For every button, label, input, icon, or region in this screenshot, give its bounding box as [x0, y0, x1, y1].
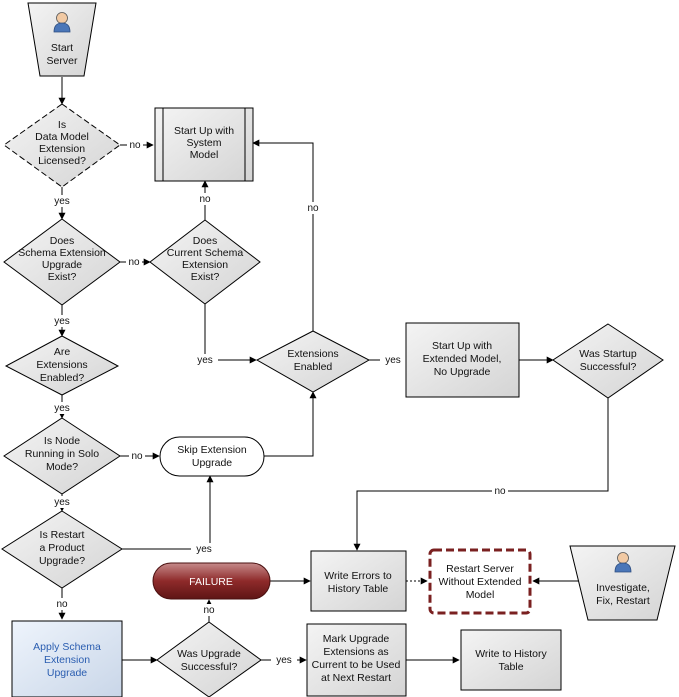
skip-upgrade-node: Skip Extension Upgrade — [159, 436, 265, 477]
label-no-licensed: no — [129, 140, 141, 151]
upgrade-exist-label-3: Upgrade — [42, 259, 82, 271]
mark-label-2: Extensions as — [323, 646, 388, 658]
write-errors-label-2: History Table — [328, 583, 389, 595]
apply-label-3: Upgrade — [47, 667, 87, 679]
restart-upgrade-decision: Is Restart a Product Upgrade? — [1, 510, 123, 589]
restart-server-label-1: Restart Server — [446, 563, 514, 575]
restart-server-label-2: Without Extended — [439, 576, 522, 588]
investigate-label-1: Investigate, — [596, 582, 650, 594]
upgrade-exist-label-1: Does — [50, 235, 75, 247]
extensions-enabled-label-1: Extensions — [287, 348, 338, 360]
person-icon — [614, 552, 632, 573]
start-server-node: Start Server — [27, 2, 97, 77]
current-exist-label-1: Does — [193, 235, 218, 247]
mark-label-1: Mark Upgrade — [323, 633, 390, 645]
apply-label-2: Extension — [44, 654, 90, 666]
current-exist-label-2: Current Schema — [167, 247, 244, 259]
write-errors-node: Write Errors to History Table — [310, 550, 407, 612]
mark-label-3: Current to be Used — [312, 659, 401, 671]
label-yes-restart: yes — [196, 544, 212, 555]
edge-extenabled-system — [252, 139, 314, 331]
label-no-extenabled: no — [307, 203, 319, 214]
person-icon — [53, 12, 71, 33]
investigate-label-2: Fix, Restart — [596, 595, 650, 607]
extended-model-node: Start Up with Extended Model, No Upgrade — [405, 322, 520, 398]
extended-label-2: Extended Model, — [423, 353, 502, 365]
solo-label-1: Is Node — [44, 435, 80, 447]
failure-node: FAILURE — [152, 562, 271, 600]
write-history-node: Write to History Table — [460, 629, 562, 691]
apply-upgrade-node: Apply Schema Extension Upgrade — [11, 620, 123, 697]
startup-ok-label-2: Successful? — [580, 361, 637, 373]
label-yes-upgrade: yes — [54, 316, 70, 327]
extensions-enabled-decision: Extensions Enabled — [255, 330, 371, 393]
upgrade-exist-decision: Does Schema Extension Upgrade Exist? — [3, 218, 121, 306]
start-server-label-1: Start — [51, 42, 73, 54]
solo-decision: Is Node Running in Solo Mode? — [3, 417, 121, 495]
skip-label-2: Upgrade — [192, 457, 232, 469]
licensed-label-3: Extension — [39, 143, 85, 155]
licensed-label-1: Is — [58, 119, 66, 131]
skip-label-1: Skip Extension — [177, 444, 247, 456]
restart-upgrade-label-3: Upgrade? — [39, 555, 85, 567]
upgrade-ok-label-1: Was Upgrade — [177, 648, 241, 660]
edge-labels: no yes no no no yes yes yes yes no yes y… — [49, 139, 508, 666]
startup-successful-decision: Was Startup Successful? — [552, 323, 664, 399]
label-no-solo: no — [131, 451, 143, 462]
label-yes-are: yes — [54, 403, 70, 414]
extended-label-3: No Upgrade — [434, 366, 491, 378]
failure-label: FAILURE — [189, 576, 233, 588]
solo-label-3: Mode? — [46, 461, 78, 473]
extensions-enabled-label-2: Enabled — [294, 361, 333, 373]
system-model-node: Start Up with System Model — [154, 107, 254, 182]
system-model-label-2: System — [186, 137, 221, 149]
label-yes-extenabled: yes — [385, 355, 401, 366]
current-exist-decision: Does Current Schema Extension Exist? — [149, 219, 261, 305]
are-enabled-decision: Are Extensions Enabled? — [4, 335, 120, 396]
startup-ok-label-1: Was Startup — [579, 348, 637, 360]
label-no-upgradeok: no — [203, 605, 215, 616]
label-yes-licensed: yes — [54, 196, 70, 207]
label-yes-current: yes — [197, 355, 213, 366]
are-enabled-label-2: Extensions — [36, 359, 87, 371]
edge-skip-extenabled — [264, 391, 317, 457]
label-yes-upgradeok: yes — [276, 655, 292, 666]
are-enabled-label-1: Are — [54, 346, 71, 358]
restart-server-node: Restart Server Without Extended Model — [428, 548, 532, 615]
restart-server-label-3: Model — [466, 589, 495, 601]
investigate-node: Investigate, Fix, Restart — [569, 545, 676, 621]
apply-label-1: Apply Schema — [33, 641, 101, 653]
edge-startupok-writeerrors — [353, 398, 609, 551]
label-no-current: no — [199, 194, 211, 205]
upgrade-successful-decision: Was Upgrade Successful? — [156, 621, 262, 697]
upgrade-exist-label-2: Schema Extension — [18, 247, 106, 259]
edge-restart-skip — [122, 475, 214, 550]
are-enabled-label-3: Enabled? — [40, 372, 85, 384]
extended-label-1: Start Up with — [432, 340, 492, 352]
mark-label-4: at Next Restart — [321, 672, 391, 684]
restart-upgrade-label-2: a Product — [40, 542, 85, 554]
label-no-upgrade: no — [128, 257, 140, 268]
label-yes-solo: yes — [54, 497, 70, 508]
licensed-decision: Is Data Model Extension Licensed? — [3, 103, 121, 188]
current-exist-label-3: Extension — [182, 259, 228, 271]
upgrade-exist-label-4: Exist? — [48, 271, 77, 283]
solo-label-2: Running in Solo — [25, 448, 99, 460]
edge-current-extenabled — [204, 304, 257, 364]
upgrade-ok-label-2: Successful? — [181, 661, 238, 673]
system-model-label-3: Model — [190, 149, 219, 161]
write-errors-label-1: Write Errors to — [324, 570, 392, 582]
licensed-label-2: Data Model — [35, 131, 89, 143]
current-exist-label-4: Exist? — [191, 271, 220, 283]
restart-upgrade-label-1: Is Restart — [40, 529, 85, 541]
licensed-label-4: Licensed? — [38, 155, 86, 167]
label-no-startupok: no — [494, 486, 506, 497]
label-no-restart: no — [56, 599, 68, 610]
write-history-label-1: Write to History — [475, 648, 547, 660]
start-server-label-2: Server — [47, 55, 78, 67]
system-model-label-1: Start Up with — [174, 125, 234, 137]
mark-upgrade-node: Mark Upgrade Extensions as Current to be… — [306, 623, 407, 697]
write-history-label-2: Table — [498, 661, 523, 673]
